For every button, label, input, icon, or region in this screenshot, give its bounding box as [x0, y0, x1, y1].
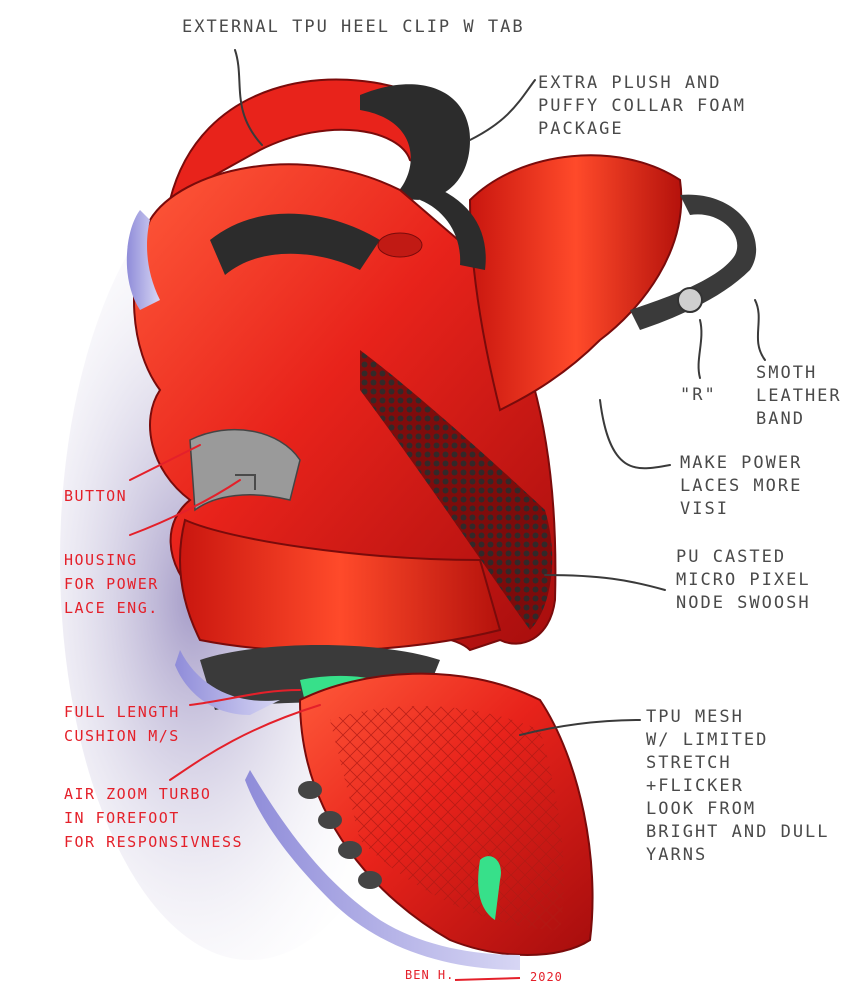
- note-collar-foam: EXTRA PLUSH AND PUFFY COLLAR FOAM PACKAG…: [538, 73, 746, 139]
- note-housing: HOUSING FOR POWER LACE ENG.: [64, 551, 159, 617]
- midfoot-panel: [179, 518, 502, 652]
- sole-lavender-mid: [175, 650, 280, 715]
- note-mesh: TPU MESH W/ LIMITED STRETCH +FLICKER LOO…: [646, 707, 830, 865]
- leader-lines-dark: [234, 49, 766, 736]
- note-heel-clip: EXTERNAL TPU HEEL CLIP W TAB: [182, 17, 525, 37]
- signature-year: 2020: [530, 970, 563, 984]
- note-leather-band: SMOTH LEATHER BAND: [756, 363, 842, 429]
- logo-tab: [377, 232, 423, 258]
- note-power-laces: MAKE POWER LACES MORE VISI: [680, 453, 803, 519]
- pixel-node-swoosh: [360, 350, 553, 630]
- note-airzoom: AIR ZOOM TURBO IN FOREFOOT FOR RESPONSIV…: [64, 785, 244, 851]
- note-cushion: FULL LENGTH CUSHION M/S: [64, 703, 180, 745]
- leader-lines-red: [129, 444, 321, 781]
- note-swoosh: PU CASTED MICRO PIXEL NODE SWOOSH: [676, 547, 811, 613]
- signature-name: BEN H.: [405, 968, 455, 982]
- strap: [468, 154, 683, 412]
- lace-engine-housing: [189, 428, 301, 512]
- toe-green: [478, 856, 501, 920]
- air-zoom-pods: [298, 781, 382, 889]
- forefoot-sole: [245, 770, 520, 970]
- r-logo-emblem: [677, 287, 703, 313]
- note-r-logo: "R": [680, 385, 717, 405]
- note-button: BUTTON: [64, 487, 128, 505]
- collar-foam: [360, 84, 470, 200]
- heel-sole: [126, 210, 160, 310]
